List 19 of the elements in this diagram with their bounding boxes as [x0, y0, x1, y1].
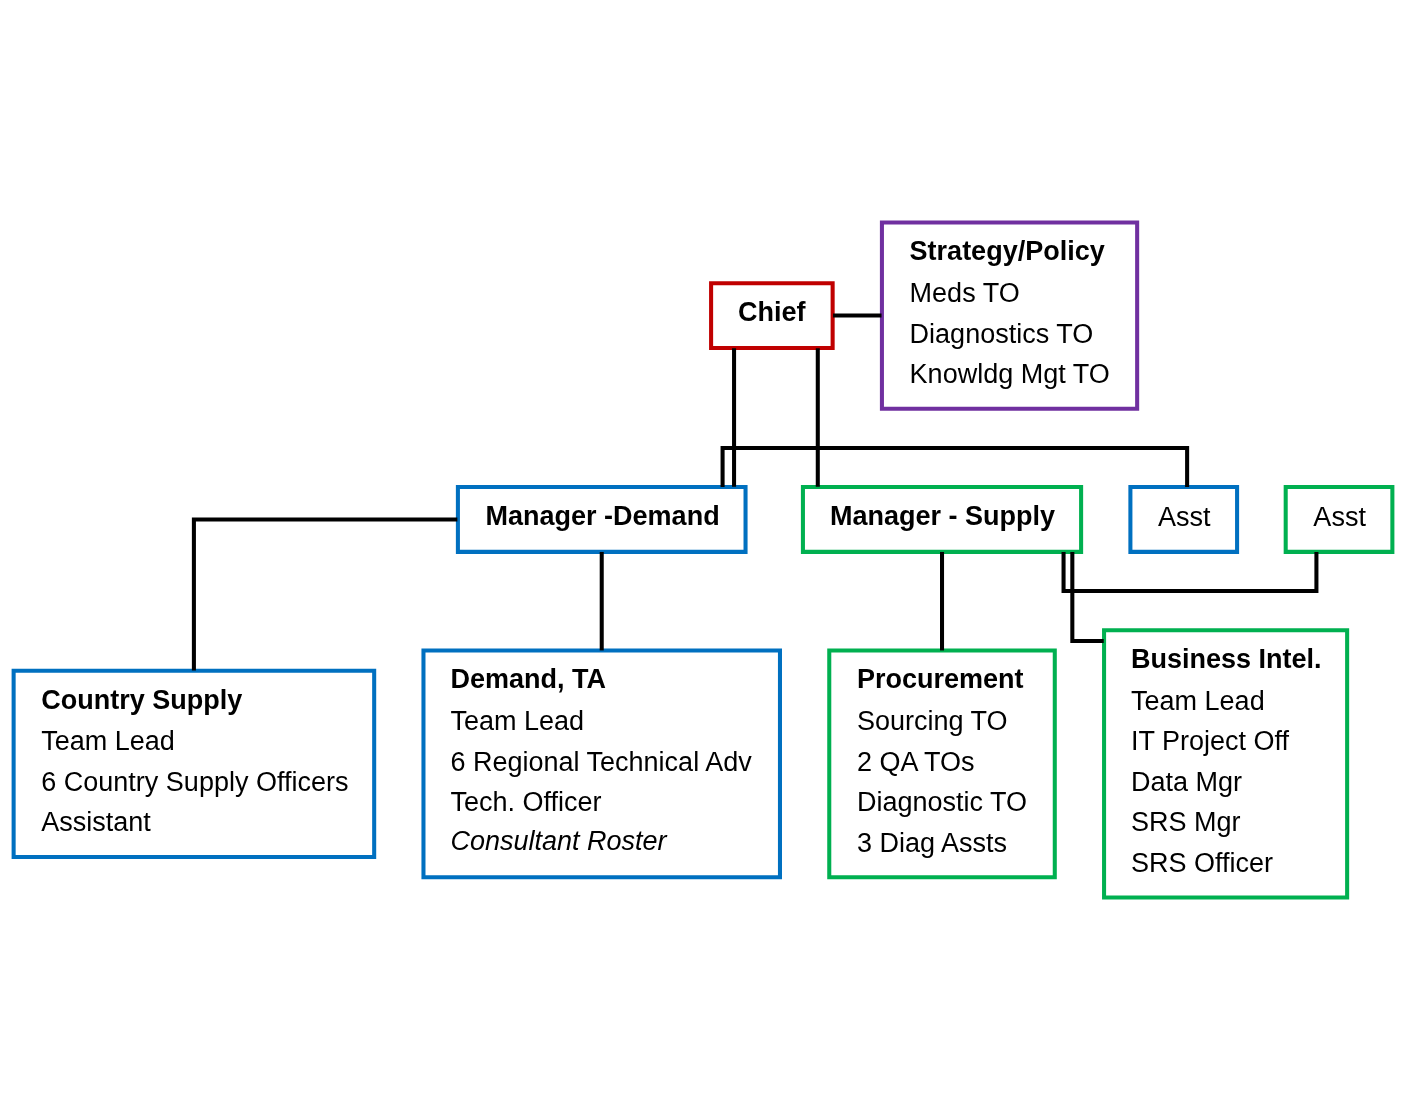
- node-box: Manager - Supply: [800, 485, 1084, 554]
- node-box: Country Supply Team Lead 6 Country Supply Officers Assistant: [11, 668, 377, 860]
- connector: [815, 348, 820, 487]
- connector: [1070, 552, 1104, 644]
- node-box: Business Intel. Team Lead IT Project Off Data Mgr SRS Mgr SRS Officer: [1102, 628, 1350, 900]
- node-box: Procurement Sourcing TO 2 QA TOs Diagnostic TO 3 Diag Assts: [827, 648, 1057, 880]
- connector: [940, 551, 945, 651]
- node-box: Strategy/Policy Meds TO Diagnostics TO Knowldg Mgt TO: [879, 220, 1140, 411]
- connector: [720, 445, 1190, 488]
- node-box: Manager -Demand: [455, 485, 748, 554]
- connector: [599, 551, 604, 651]
- connector: [732, 348, 737, 487]
- node-box: Asst: [1128, 485, 1240, 554]
- node-box: Demand, TA Team Lead 6 Regional Technical Adv Tech. Officer Consultant Roster: [421, 648, 782, 880]
- connector: [1061, 551, 1319, 594]
- connector: [191, 517, 458, 671]
- node-box: Chief: [709, 281, 835, 350]
- node-box: Asst: [1283, 485, 1395, 554]
- connector: [833, 313, 882, 318]
